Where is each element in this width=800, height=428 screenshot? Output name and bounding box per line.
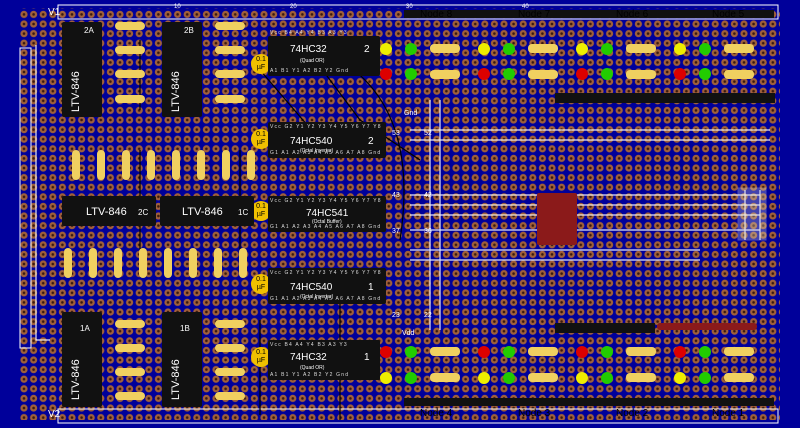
node-label-1: Node 1 <box>712 408 745 419</box>
chip-subtitle: (Octal Inverter) <box>300 148 334 154</box>
ruler-mark: 20 <box>290 4 297 10</box>
ruler-mark: 10 <box>174 4 181 10</box>
opto-label: LTV-846 <box>86 206 127 218</box>
opto-id: 1C <box>238 208 249 217</box>
chip-pins-top: Vcc G2 Y1 Y2 Y3 Y4 Y5 Y6 Y7 Y8 <box>270 124 382 130</box>
header-pin-number: 36 <box>424 228 432 235</box>
node-label-7: Node 7 <box>518 9 551 20</box>
chip-pins-top: Vcc G2 Y1 Y2 Y3 Y4 Y5 Y6 Y7 Y8 <box>270 270 382 276</box>
chip-name: 74HC32 <box>290 44 327 55</box>
chip-number: 1 <box>364 352 370 363</box>
node-label-6: Node 6 <box>616 9 649 20</box>
chip-pins-bottom: G1 A1 A2 A3 A4 A5 A6 A7 A8 Gnd <box>270 296 382 302</box>
chip-pins-bottom: A1 B1 Y1 A2 B2 Y2 Gnd <box>270 68 350 74</box>
header-pin-number: 37 <box>392 228 400 235</box>
chip-number: 1 <box>368 282 374 293</box>
header-vdd-label: Vdd <box>402 330 415 337</box>
node-label-2: Node 2 <box>616 408 649 419</box>
chip-pins-bottom: G1 A1 A2 A3 A4 A5 A6 A7 A8 Gnd <box>270 150 382 156</box>
opto-label: LTV-846 <box>70 71 82 112</box>
opto-id: 2C <box>138 208 149 217</box>
ruler-mark: 40 <box>522 4 529 10</box>
node-label-3: Node 3 <box>518 408 551 419</box>
header-pin-number: 53 <box>392 130 400 137</box>
node-label-8: Node 8 <box>420 9 453 20</box>
chip-name: 74HC541 <box>306 208 349 219</box>
node-label-4: Node 4 <box>420 408 453 419</box>
chip-pins-top: Vcc B4 A4 Y4 B3 A3 Y3 <box>270 342 348 348</box>
opto-label: LTV-846 <box>170 71 182 112</box>
chip-subtitle: (Octal Inverter) <box>300 294 334 300</box>
chip-subtitle: (Quad OR) <box>300 58 325 64</box>
rail-label-bottom: V2 <box>48 409 61 420</box>
opto-label: LTV-846 <box>182 206 223 218</box>
chip-pins-bottom: G1 A1 A2 A3 A4 A5 A6 A7 A8 Gnd <box>270 224 382 230</box>
node-label-5: Node 5 <box>712 9 745 20</box>
chip-number: 2 <box>364 44 370 55</box>
header-gnd-label: Gnd <box>404 110 418 117</box>
ruler-mark: 30 <box>406 4 413 10</box>
chip-pins-bottom: A1 B1 Y1 A2 B2 Y2 Gnd <box>270 372 350 378</box>
header-pin-number: 43 <box>392 192 400 199</box>
opto-label: LTV-846 <box>170 359 182 400</box>
rail-label-top: V1 <box>48 7 61 18</box>
chip-pins-top: Vcc G2 Y1 Y2 Y3 Y4 Y5 Y6 Y7 Y8 <box>270 198 382 204</box>
chip-name: 74HC540 <box>290 136 333 147</box>
header-pin-number: 23 <box>392 312 400 319</box>
opto-id: 1A <box>80 324 90 333</box>
header-pin-number: 42 <box>424 192 432 199</box>
opto-id: 2B <box>184 26 194 35</box>
opto-id: 2A <box>84 26 94 35</box>
chip-name: 74HC540 <box>290 282 333 293</box>
chip-pins-top: Vcc B4 A4 Y4 B3 A3 Y3 <box>270 30 348 36</box>
header-pin-number: 22 <box>424 312 432 319</box>
chip-number: 2 <box>368 136 374 147</box>
chip-subtitle: (Quad OR) <box>300 365 325 371</box>
opto-label: LTV-846 <box>70 359 82 400</box>
chip-subtitle: (Octal Buffer) <box>312 219 342 225</box>
header-pin-number: 52 <box>424 130 432 137</box>
chip-name: 74HC32 <box>290 352 327 363</box>
opto-id: 1B <box>180 324 190 333</box>
